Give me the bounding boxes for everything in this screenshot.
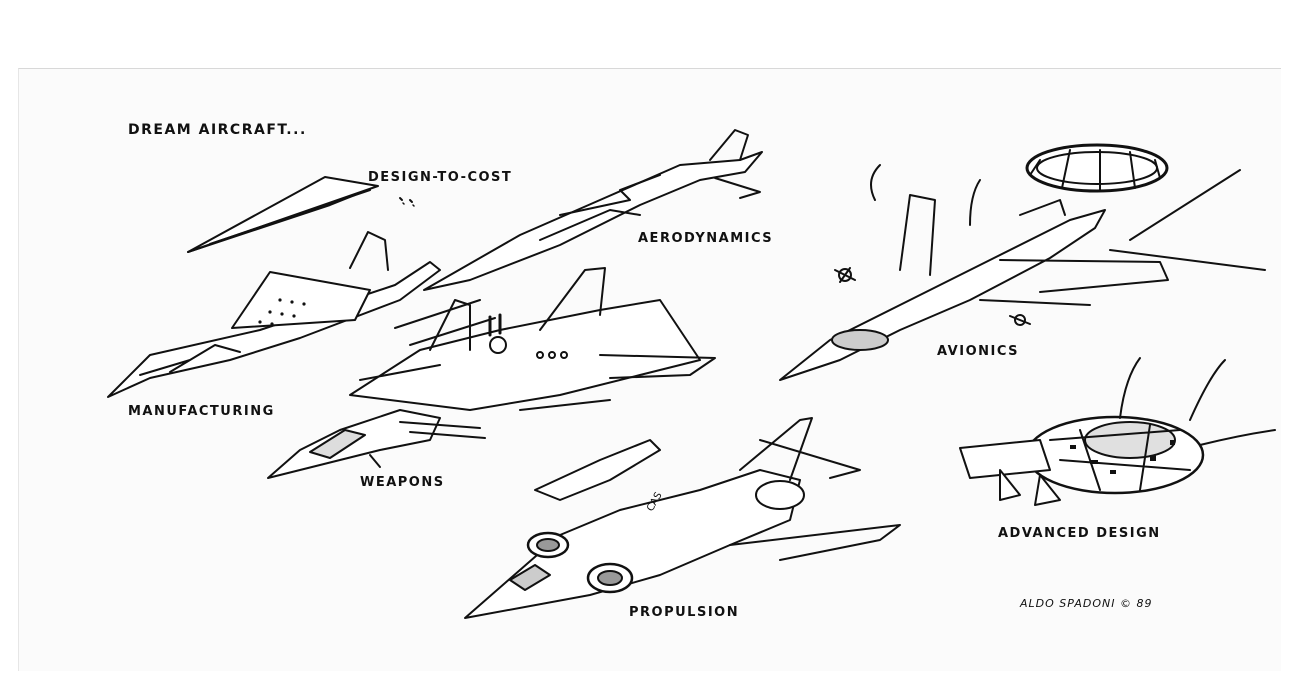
awacs-rotodome-drawing	[1025, 143, 1169, 193]
label-design-to-cost: DESIGN-TO-COST	[368, 170, 513, 185]
label-avionics: AVIONICS	[937, 344, 1019, 359]
label-aerodynamics: AERODYNAMICS	[638, 231, 774, 246]
aerodynamics-jet-drawing	[423, 129, 763, 291]
label-propulsion: PROPULSION	[629, 605, 740, 620]
label-manufacturing: MANUFACTURING	[128, 404, 275, 419]
advanced-design-ship-drawing	[959, 357, 1276, 506]
label-weapons: WEAPONS	[360, 475, 445, 490]
attack-helicopter-drawing	[267, 409, 486, 479]
label-advanced-design: ADVANCED DESIGN	[998, 526, 1161, 541]
propulsion-fighter-drawing: CAS	[464, 417, 901, 619]
weapons-fighter-drawing	[349, 267, 716, 411]
paper-dart-drawing	[187, 176, 413, 253]
manufacturing-jet-drawing	[107, 231, 441, 398]
artist-signature: ALDO SPADONI © 89	[1020, 597, 1153, 610]
avionics-aircraft-drawing	[779, 164, 1266, 381]
page-title: DREAM AIRCRAFT...	[128, 122, 307, 138]
